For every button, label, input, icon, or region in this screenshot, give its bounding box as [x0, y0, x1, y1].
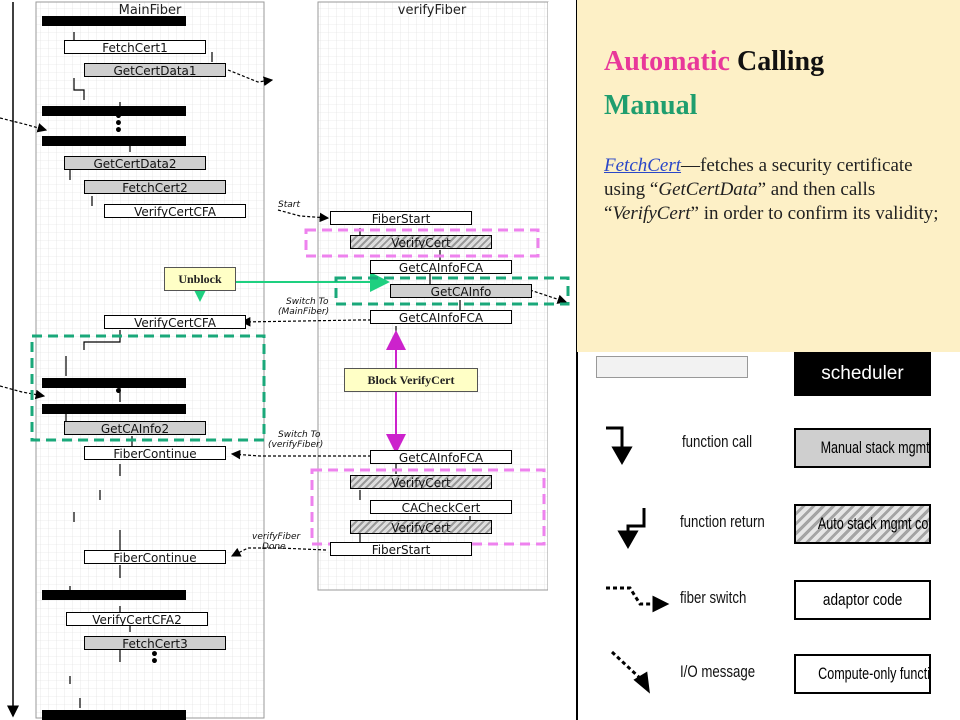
- block-verifycert-note: Block VerifyCert: [344, 368, 478, 392]
- main-box: VerifyCertCFA2: [66, 612, 208, 626]
- switch-to-label: Switch To: [278, 430, 321, 440]
- done-label: verifyFiber: [252, 532, 301, 542]
- mainfiber-title: MainFiber: [118, 3, 182, 18]
- panel-text: ” in order to confirm its validity;: [690, 203, 939, 224]
- verify-box: VerifyCert: [350, 520, 492, 534]
- fiber-switch-label: fiber switch: [680, 588, 747, 607]
- unblock-note: Unblock: [164, 267, 236, 291]
- continuation-dots: •••: [114, 109, 123, 139]
- main-box: FiberContinue: [84, 550, 226, 564]
- io-message-label: I/O message: [680, 662, 756, 681]
- automatic-word: Automatic: [604, 46, 730, 77]
- adaptor-label: adaptor code: [822, 590, 903, 609]
- verify-box: FiberStart: [330, 542, 472, 556]
- main-box: VerifyCertCFA: [104, 315, 246, 329]
- function-return-label: function return: [680, 512, 765, 531]
- start-label: Start: [278, 200, 300, 210]
- scheduler-bar: [42, 710, 186, 720]
- switch-to-target-label: (verifyFiber): [268, 440, 324, 450]
- done-label: Done: [262, 542, 286, 552]
- explanation-panel: [577, 0, 960, 352]
- scheduler-bar: [42, 16, 186, 26]
- plain-block-swatch: [596, 356, 748, 378]
- panel-text: —fetches a security certificate using “: [604, 155, 913, 200]
- switch-to-target-label: (MainFiber): [278, 307, 330, 317]
- compute-only-legend-box: Compute-only function: [794, 654, 931, 694]
- main-box: GetCertData1: [84, 63, 226, 77]
- verify-box: GetCAInfoFCA: [370, 450, 512, 464]
- main-box: FetchCert2: [84, 180, 226, 194]
- panel-text-italic: GetCertData: [658, 179, 758, 200]
- main-box: GetCertData2: [64, 156, 206, 170]
- verify-box: VerifyCert: [350, 235, 492, 249]
- calling-word: Calling: [736, 46, 825, 77]
- verify-box: GetCAInfoFCA: [370, 310, 512, 324]
- verifyfiber-title: verifyFiber: [397, 3, 467, 18]
- main-box: FetchCert3: [84, 636, 226, 650]
- verify-box: CACheckCert: [370, 500, 512, 514]
- verify-box: FiberStart: [330, 211, 472, 225]
- scheduler-bar: [42, 136, 186, 146]
- switch-to-label: Switch To: [286, 297, 329, 307]
- manual-word: Manual: [604, 90, 698, 121]
- continuation-dots: ••: [150, 647, 159, 670]
- main-box: GetCAInfo2: [64, 421, 206, 435]
- main-box: VerifyCertCFA: [104, 204, 246, 218]
- scheduler-bar: [42, 590, 186, 600]
- time-label: time: [0, 440, 1, 467]
- auto-stack-legend-box: Auto stack mgmt code: [794, 504, 931, 544]
- main-box: FiberContinue: [84, 446, 226, 460]
- manual-stack-legend-box: Manual stack mgmt code: [794, 428, 931, 468]
- highlight-main-getcainfo2: [30, 334, 266, 442]
- panel-text: ” and then calls “: [604, 179, 876, 224]
- panel-title: Automatic Calling Manual: [604, 40, 944, 128]
- auto-stack-label: Auto stack mgmt code: [817, 514, 931, 533]
- scheduler-bar: [42, 106, 186, 116]
- scheduler-bar: [42, 378, 186, 388]
- highlight-verifycert-top: [304, 228, 540, 258]
- scheduler-bar: [42, 404, 186, 414]
- compute-only-label: Compute-only function: [818, 664, 930, 683]
- continuation-dots: ••: [114, 377, 123, 400]
- fetchcert-link[interactable]: FetchCert: [604, 155, 682, 176]
- main-box: FetchCert1: [64, 40, 206, 54]
- scheduler-legend-box: scheduler: [794, 352, 931, 396]
- panel-text-italic: VerifyCert: [612, 203, 691, 224]
- verify-box: GetCAInfoFCA: [370, 260, 512, 274]
- verify-box: VerifyCert: [350, 475, 492, 489]
- adaptor-legend-box: adaptor code: [794, 580, 931, 620]
- function-call-label: function call: [682, 432, 753, 451]
- panel-description: FetchCert—fetches a security certificate…: [604, 154, 949, 226]
- highlight-getcainfo: [334, 276, 570, 306]
- verify-box: GetCAInfo: [390, 284, 532, 298]
- manual-stack-label: Manual stack mgmt code: [820, 438, 930, 457]
